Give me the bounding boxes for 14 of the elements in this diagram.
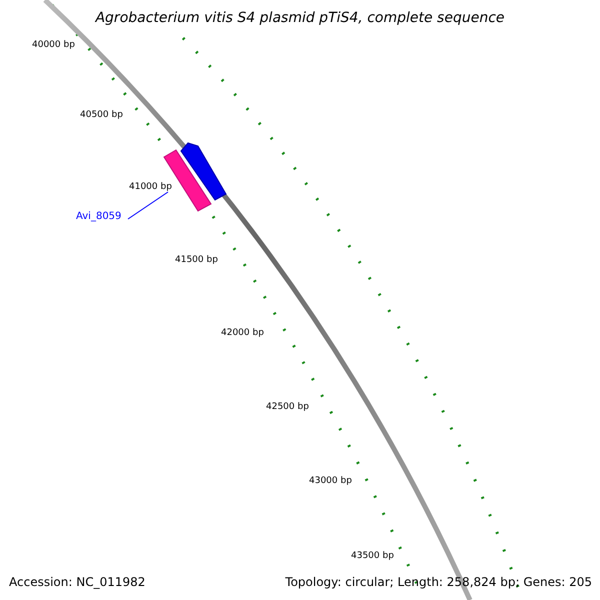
- gene-label: Avi_8059: [76, 211, 122, 222]
- tick-label: 40500 bp: [80, 110, 123, 120]
- tick-label: 41000 bp: [129, 182, 172, 192]
- sequence-info-text: Topology: circular; Length: 258,824 bp; Genes: 205: [285, 575, 592, 589]
- tick-label: 41500 bp: [175, 255, 218, 265]
- tick-label: 43000 bp: [309, 476, 352, 486]
- accession-text: Accession: NC_011982: [9, 575, 146, 589]
- tick-label: 40000 bp: [32, 40, 75, 50]
- tick-label: 43500 bp: [351, 551, 394, 561]
- tick-label: 42500 bp: [266, 402, 309, 412]
- gene-block: [163, 149, 212, 212]
- leader-line: [128, 192, 168, 220]
- diagram-title: Agrobacterium vitis S4 plasmid pTiS4, complete sequence: [94, 10, 506, 26]
- tick-label: 42000 bp: [221, 328, 264, 338]
